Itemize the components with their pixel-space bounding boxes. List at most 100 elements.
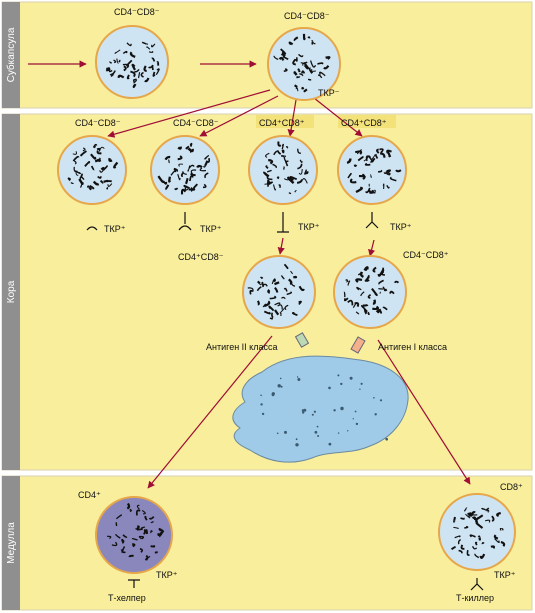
chromatin-strand: [371, 287, 378, 297]
chromatin-strand: [261, 281, 264, 288]
chromatin-strand: [355, 278, 363, 283]
chromatin-strand: [346, 158, 352, 165]
chromatin-strand: [283, 68, 288, 73]
chromatin-strand: [177, 173, 181, 181]
chromatin-strand: [113, 59, 117, 64]
macrophage-granule: [360, 382, 363, 385]
chromatin-strand: [296, 75, 301, 79]
chromatin-strand: [80, 183, 83, 188]
chromatin-strand: [126, 59, 133, 67]
chromatin-strand: [84, 161, 91, 167]
chromatin-strand: [266, 176, 273, 181]
chromatin-strand: [494, 538, 500, 543]
label-dn2: CD4⁻CD8⁻: [284, 11, 330, 21]
cell-m1: [242, 255, 316, 329]
chromatin-strand: [173, 167, 179, 172]
macrophage-granule: [373, 397, 375, 399]
chromatin-strand: [146, 46, 151, 50]
chromatin-strand: [362, 303, 369, 307]
chromatin-strand: [281, 143, 284, 150]
chromatin-strand: [180, 172, 184, 177]
arrow-m1-helper: [147, 335, 273, 489]
chromatin-strand: [474, 519, 478, 524]
chromatin-strand: [174, 187, 179, 191]
chromatin-strand: [372, 266, 377, 273]
chromatin-strand: [177, 146, 182, 150]
macrophage-granule: [261, 412, 265, 416]
chromatin-strand: [192, 183, 198, 191]
chromatin-strand: [377, 268, 385, 277]
chromatin-strand: [347, 280, 351, 286]
chromatin-strand: [285, 146, 289, 149]
chromatin-strand: [308, 67, 314, 74]
chromatin-strand: [389, 290, 395, 295]
chromatin-strand: [134, 68, 140, 73]
label-helper: Т-хелпер: [108, 593, 146, 603]
chromatin-strand: [272, 163, 277, 169]
chromatin-strand: [204, 154, 210, 160]
chromatin-strand: [496, 511, 501, 518]
chromatin-strand: [143, 530, 146, 535]
arrows: [28, 60, 471, 489]
chromatin-strand: [118, 59, 121, 63]
arrow-dn2-c1: [107, 89, 271, 138]
chromatin-strand: [132, 83, 137, 88]
label-c2-tcr: ТКР⁺: [200, 224, 222, 234]
chromatin-strand: [357, 156, 364, 162]
chromatin-strand: [450, 545, 456, 551]
chromatin-strand: [279, 307, 285, 314]
chromatin-strand: [491, 515, 495, 522]
chromatin-strand: [152, 71, 156, 77]
chromatin-strand: [301, 86, 305, 90]
label-dn2-tcr: ТКР⁻: [318, 88, 340, 98]
label-c1-tcr: ТКР⁺: [104, 224, 126, 234]
chromatin-strand: [383, 169, 390, 175]
chromatin-pattern: [346, 148, 402, 194]
chromatin-strand: [485, 507, 490, 512]
chromatin-strand: [499, 528, 504, 531]
chromatin-strand: [199, 167, 207, 172]
chromatin-strand: [129, 508, 133, 513]
chromatin-strand: [484, 519, 491, 523]
chromatin-strand: [190, 169, 197, 175]
macrophage-granule: [316, 425, 319, 428]
macrophage-granule: [349, 376, 353, 380]
chromatin-strand: [265, 152, 270, 158]
chromatin-strand: [287, 176, 294, 181]
chromatin-strand: [144, 77, 150, 83]
label-killer: Т-киллер: [456, 593, 494, 603]
chromatin-strand: [277, 141, 282, 147]
chromatin-strand: [274, 281, 280, 286]
chromatin-strand: [99, 146, 105, 152]
chromatin-strand: [151, 43, 156, 48]
chromatin-strand: [113, 161, 119, 169]
macrophage-granule: [313, 410, 316, 413]
label-c2: CD4⁻CD8⁻: [173, 118, 219, 128]
chromatin-strand: [268, 305, 275, 312]
label-c4-tcr: ТКР⁺: [390, 222, 412, 232]
cell-c3: [248, 135, 318, 205]
cell-dn1: [95, 25, 169, 99]
chromatin-strand: [155, 68, 160, 76]
chromatin-strand: [106, 180, 112, 183]
label-c3: CD4⁺CD8⁺: [259, 118, 305, 128]
chromatin-strand: [184, 187, 189, 191]
chromatin-strand: [135, 525, 140, 530]
macrophage-granule: [276, 432, 279, 435]
chromatin-strand: [276, 176, 280, 180]
chromatin-strand: [117, 74, 125, 79]
chromatin-strand: [309, 69, 316, 72]
chromatin-strand: [116, 58, 119, 64]
chromatin-strand: [121, 538, 125, 544]
macrophage-granule: [359, 388, 361, 390]
chromatin-strand: [202, 183, 207, 189]
chromatin-strand: [277, 304, 283, 310]
chromatin-strand: [265, 165, 269, 170]
chromatin-strand: [281, 275, 285, 280]
macrophage-granule: [311, 413, 314, 416]
cell-c4: [337, 135, 407, 205]
chromatin-strand: [378, 279, 384, 285]
chromatin-strand: [367, 293, 372, 299]
chromatin-strand: [286, 291, 293, 296]
